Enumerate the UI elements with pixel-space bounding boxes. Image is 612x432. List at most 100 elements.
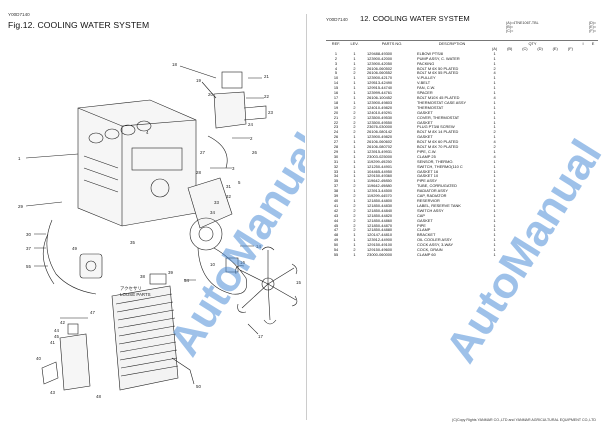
model-f: (F)= (589, 29, 596, 34)
callout-30: 30 (26, 232, 31, 237)
description-cell: PIPE (417, 223, 426, 228)
callout-3: 3 (232, 166, 235, 171)
qty-a-cell: 1 (493, 56, 496, 61)
callout-48: 48 (96, 394, 101, 399)
model-d: (D)= (588, 21, 596, 25)
description-cell: RADIATOR ASSY (417, 189, 448, 194)
description-cell: CLAMP 25 (417, 154, 436, 159)
lev-cell: 2 (353, 203, 356, 208)
lev-cell: 1 (353, 164, 356, 169)
description-cell: CAP (417, 213, 425, 218)
ref-cell: 2 (334, 56, 338, 61)
qty-col-c: (C) (522, 46, 528, 51)
qty-a-cell: 1 (493, 189, 496, 194)
description-cell: V-PULLEY (417, 76, 436, 81)
part-no-cell: 119642-49880 (367, 184, 392, 189)
col-qty: QTY (528, 42, 537, 46)
radiator-drawing (111, 273, 179, 391)
description-cell: PACKING (417, 61, 435, 66)
table-top-rule (326, 40, 598, 41)
col-description: DESCRIPTION (438, 42, 466, 46)
description-cell: OIL COOLER ASSY (417, 238, 452, 243)
ref-cell: 19 (333, 105, 339, 110)
qty-a-cell: 4 (493, 95, 496, 100)
part-no-cell: 123500-49530 (367, 115, 393, 120)
description-cell: CAP, RADIATOR (417, 194, 447, 199)
qty-a-cell: 1 (493, 238, 496, 243)
lev-cell: 1 (353, 140, 356, 145)
qty-col-a: (A) (491, 46, 498, 51)
ref-cell: 29 (333, 149, 339, 154)
water-pump-drawing (187, 177, 233, 251)
callout-31: 31 (226, 184, 231, 189)
lev-cell: 1 (353, 174, 356, 179)
ref-cell: 50 (333, 243, 339, 248)
qty-a-cell: 1 (493, 223, 496, 228)
lev-cell: 2 (353, 213, 356, 218)
part-no-cell: 119642-49850 (367, 179, 392, 184)
lev-cell: 1 (353, 56, 356, 61)
part-no-cell: 123913-44500 (367, 189, 393, 194)
part-no-cell: 121850-44860 (367, 218, 393, 223)
lev-cell: 2 (353, 110, 356, 115)
part-no-cell: 121850-44800 (367, 199, 393, 203)
lev-cell: 1 (353, 149, 356, 154)
ref-cell: 37 (333, 184, 339, 189)
lev-cell: 1 (353, 135, 356, 140)
lev-cell: 1 (353, 179, 356, 184)
part-no-cell: 26106-060502 (367, 66, 393, 71)
lev-cell: 1 (353, 199, 356, 203)
lev-cell: 1 (353, 233, 356, 238)
qty-a-cell: 1 (493, 81, 496, 86)
loose-parts-jp-label: アクセサリ (120, 286, 142, 292)
spacer-drawing (225, 257, 239, 273)
lev-cell: 2 (353, 105, 356, 110)
part-no-cell: 121250-44901 (367, 164, 393, 169)
qty-col-f: (F) (567, 46, 573, 51)
lev-cell: 1 (353, 76, 356, 81)
drain-cock-drawing (41, 361, 59, 385)
description-cell: GASKET 16 (417, 169, 439, 174)
left-doc-code: Y00D7140 (8, 12, 30, 17)
description-cell: SWITCH ASSY (417, 208, 444, 213)
description-cell: CLAMP (417, 228, 431, 233)
qty-a-cell: 1 (493, 110, 496, 115)
callout-40: 40 (36, 356, 41, 361)
description-cell: SPACER (417, 91, 433, 96)
callout-44: 44 (54, 328, 59, 333)
description-cell: CLAMP 60 (417, 252, 436, 257)
fan-drawing (235, 246, 298, 325)
part-no-cell: 104465-44950 (367, 169, 393, 174)
ref-cell: 42 (333, 208, 339, 213)
description-cell: V-BELT (417, 81, 431, 86)
qty-a-cell: 1 (493, 213, 496, 218)
description-cell: GASKET (417, 110, 433, 115)
part-no-cell: 123500-49550 (367, 120, 393, 125)
qty-a-cell: 1 (493, 135, 496, 140)
ref-cell: 23 (333, 125, 339, 130)
description-cell: TUBE, CORRUGATED (417, 184, 457, 189)
ref-cell: 43 (333, 213, 339, 218)
part-no-cell: 26106-060552 (367, 71, 393, 76)
ref-cell: 39 (333, 194, 339, 199)
callout-55: 55 (26, 264, 31, 269)
part-no-cell: 121850-44870 (367, 223, 393, 228)
qty-col-d: (D) (537, 46, 543, 51)
qty-a-cell: 1 (493, 203, 496, 208)
description-cell: GASKET (417, 218, 433, 223)
lev-cell: 2 (353, 218, 356, 223)
ref-cell: 41 (333, 203, 339, 208)
oil-cooler-drawing (79, 253, 103, 279)
